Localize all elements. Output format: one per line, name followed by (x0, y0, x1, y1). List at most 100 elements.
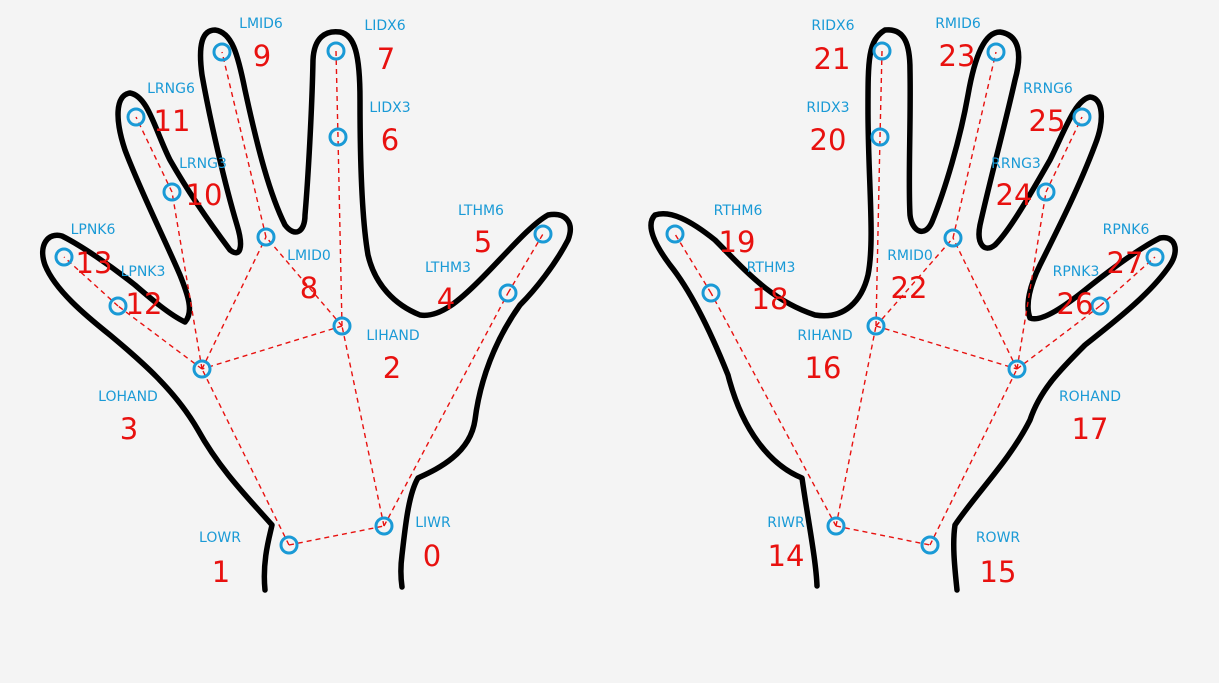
marker-label: LTHM3 (425, 260, 471, 276)
marker-rohand: ROHAND 17 (1007, 359, 1121, 446)
marker-circle-icon (1036, 182, 1056, 202)
marker-label: LMID0 (287, 248, 331, 264)
marker-circle-icon (332, 316, 352, 336)
marker-number: 21 (814, 42, 851, 76)
connection-rmid0-rmid6 (952, 51, 997, 239)
marker-lpnk3: LPNK3 12 (108, 264, 166, 321)
connection-lihand-lmid0 (265, 236, 343, 327)
marker-number: 15 (980, 555, 1017, 589)
marker-number: 22 (891, 271, 928, 305)
marker-circle-icon (1072, 107, 1092, 127)
marker-lrng3: LRNG3 10 (162, 156, 227, 212)
marker-lthm3: LTHM3 4 (425, 260, 518, 316)
marker-number: 24 (996, 178, 1033, 212)
connection-liwr-lthm3 (383, 292, 509, 527)
marker-label: LIHAND (366, 328, 419, 344)
marker-circle-icon (533, 224, 553, 244)
marker-number: 12 (126, 287, 163, 321)
marker-number: 9 (253, 39, 271, 73)
marker-label: LOWR (199, 530, 241, 546)
marker-ridx6: RIDX6 21 (811, 18, 892, 76)
marker-circle-icon (826, 516, 846, 536)
marker-label: LRNG3 (179, 156, 227, 172)
marker-number: 26 (1057, 287, 1094, 321)
marker-number: 8 (300, 271, 318, 305)
marker-rpnk3: RPNK3 26 (1053, 264, 1110, 321)
marker-label: LMID6 (239, 16, 283, 32)
marker-number: 3 (120, 412, 138, 446)
marker-number: 13 (76, 246, 113, 280)
connection-rohand-rmid0 (952, 237, 1018, 370)
marker-label: RIDX3 (806, 100, 849, 116)
marker-circle-icon (920, 535, 940, 555)
marker-number: 20 (810, 123, 847, 157)
marker-label: LIWR (415, 515, 451, 531)
marker-circle-icon (872, 41, 892, 61)
marker-circle-icon (866, 316, 886, 336)
marker-circle-icon (126, 107, 146, 127)
marker-lihand: LIHAND 2 (332, 316, 420, 385)
right-hand-outline (648, 27, 1178, 593)
marker-number: 14 (768, 539, 805, 573)
marker-connections (63, 50, 1156, 546)
marker-label: RPNK3 (1053, 264, 1100, 280)
marker-number: 2 (383, 351, 401, 385)
marker-circle-icon (326, 41, 346, 61)
marker-label: LIDX3 (369, 100, 410, 116)
marker-label: ROWR (976, 530, 1021, 546)
connection-lihand-lidx3 (337, 136, 343, 327)
marker-lidx3: LIDX3 6 (328, 100, 411, 157)
connection-lrng3-lrng6 (135, 116, 173, 193)
marker-label: RPNK6 (1103, 222, 1150, 238)
connection-rihand-rohand (875, 325, 1018, 370)
marker-circle-icon (162, 182, 182, 202)
connection-riwr-rthm3 (710, 292, 837, 527)
marker-label: RMID6 (935, 16, 981, 32)
marker-label: ROHAND (1059, 389, 1121, 405)
connection-lmid0-lmid6 (221, 51, 267, 238)
marker-number: 23 (939, 39, 976, 73)
marker-rowr: ROWR 15 (920, 530, 1021, 589)
marker-number: 4 (437, 282, 455, 316)
marker-circle-icon (212, 42, 232, 62)
marker-label: RTHM6 (714, 203, 763, 219)
marker-label: RTHM3 (747, 260, 796, 276)
connection-riwr-rihand (835, 325, 877, 527)
connection-rpnk3-rpnk6 (1099, 256, 1156, 307)
marker-circle-icon (192, 359, 212, 379)
marker-label: LPNK3 (121, 264, 166, 280)
connection-lidx3-lidx6 (335, 50, 339, 138)
marker-label: LIDX6 (364, 18, 405, 34)
marker-number: 11 (154, 104, 191, 138)
marker-number: 17 (1072, 412, 1109, 446)
connection-lohand-lmid0 (201, 236, 267, 370)
connection-rohand-rrng3 (1016, 191, 1047, 370)
marker-circle-icon (498, 283, 518, 303)
marker-number: 6 (381, 123, 399, 157)
marker-label: RIDX6 (811, 18, 854, 34)
marker-number: 10 (186, 178, 223, 212)
marker-label: LTHM6 (458, 203, 504, 219)
hand-outlines (39, 27, 1178, 593)
marker-circle-icon (1007, 359, 1027, 379)
connection-rrng3-rrng6 (1045, 116, 1083, 193)
connection-lowr-liwr (288, 525, 385, 546)
marker-circle-icon (665, 224, 685, 244)
marker-circle-icon (1145, 247, 1165, 267)
marker-label: RRNG6 (1023, 81, 1073, 97)
marker-circle-icon (1090, 296, 1110, 316)
connection-ridx3-ridx6 (879, 50, 883, 138)
marker-label: LPNK6 (71, 222, 116, 238)
connection-lihand-lohand (201, 325, 343, 370)
marker-circle-icon (870, 127, 890, 147)
